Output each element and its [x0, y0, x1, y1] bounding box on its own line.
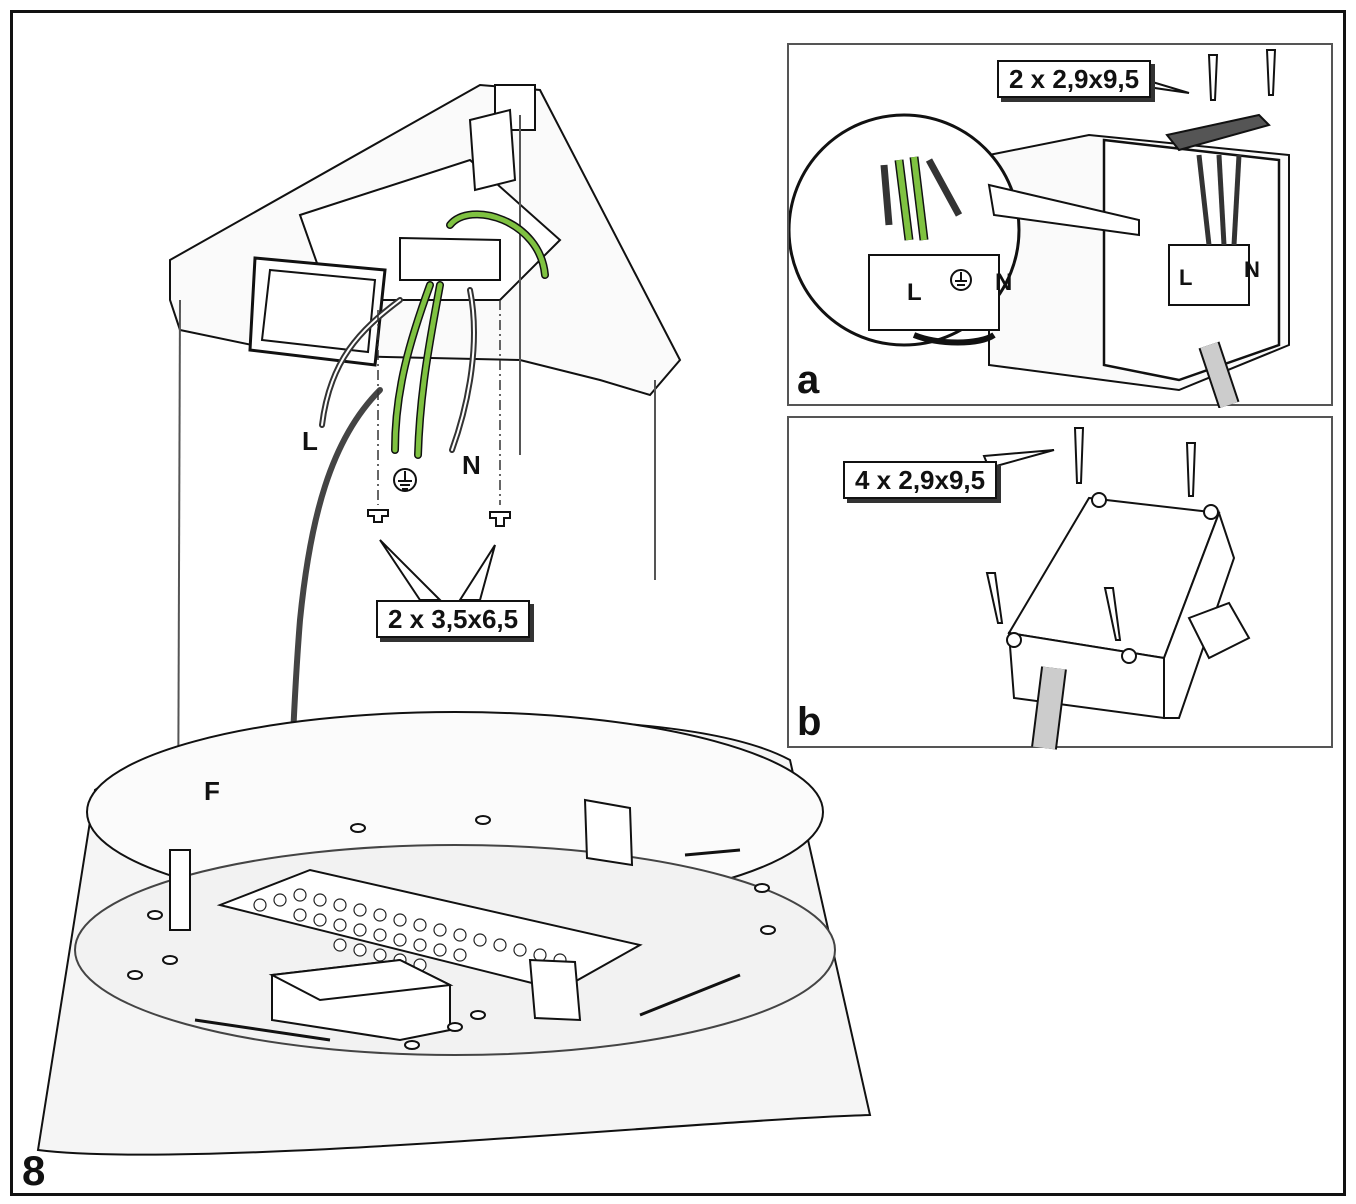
- detail-panel-a: L N L N a: [787, 43, 1333, 408]
- panel-b-illustration: [982, 427, 1251, 750]
- cable-label: F: [204, 776, 220, 806]
- earth-symbol-icon: [393, 468, 417, 492]
- panel-a-letter: a: [797, 358, 820, 402]
- screw-callout-b: 4 x 2,9x9,5: [843, 461, 998, 499]
- figure-number: 8: [22, 1147, 46, 1194]
- screw-callout-main: 2 x 3,5x6,5: [376, 600, 531, 638]
- box-terminal-label-neutral: N: [1244, 257, 1260, 282]
- terminal-label-neutral: N: [995, 269, 1012, 296]
- junction-housing: [399, 236, 501, 281]
- screw-icon: [367, 509, 511, 527]
- panel-b-letter: b: [797, 700, 822, 744]
- earth-symbol-icon: [950, 269, 972, 291]
- terminal-label-live: L: [907, 279, 922, 306]
- screw-callout-a: 2 x 2,9x9,5: [997, 60, 1152, 98]
- panel-a-illustration: L N L N: [789, 49, 1290, 408]
- box-terminal-label-live: L: [1179, 265, 1192, 290]
- neutral-wire-label: N: [462, 450, 481, 480]
- live-wire-label: L: [302, 426, 318, 456]
